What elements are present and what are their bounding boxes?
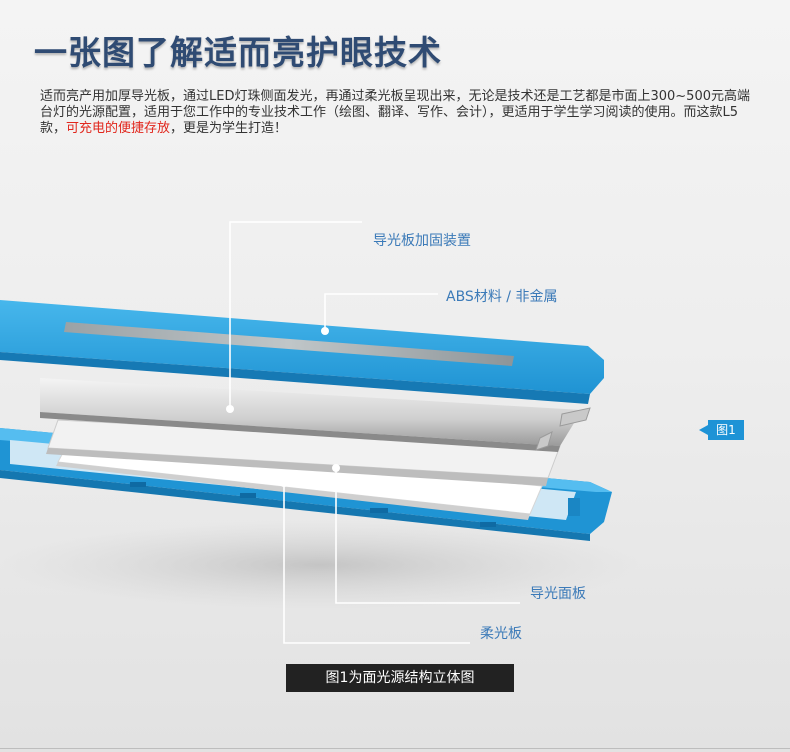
label-abs-material: ABS材料 / 非金属 (446, 289, 558, 305)
callout-lines (229, 221, 520, 644)
top-cover (0, 300, 604, 404)
figure-caption: 图1为面光源结构立体图 (286, 664, 514, 692)
label-light-guide: 导光面板 (530, 586, 586, 602)
bottom-divider (0, 748, 790, 749)
label-soft-panel: 柔光板 (480, 626, 522, 642)
intro-text-end: ，更是为学生打造！ (170, 121, 288, 136)
figure-tag: 图1 (699, 420, 744, 440)
label-reinforcement: 导光板加固装置 (373, 233, 471, 249)
callout-dots (226, 327, 340, 487)
intro-highlight: 可充电的便捷存放 (66, 121, 171, 136)
page-title: 一张图了解适而亮护眼技术 (34, 33, 442, 72)
light-source-structure-diagram (0, 221, 640, 644)
metal-reinforcement (40, 378, 591, 452)
drop-shadow (0, 520, 640, 610)
intro-paragraph: 适而亮产用加厚导光板，通过LED灯珠侧面发光，再通过柔光板呈现出来，无论是技术还… (40, 89, 760, 137)
intro-text: 适而亮产用加厚导光板，通过LED灯珠侧面发光，再通过柔光板呈现出来，无论是技术还… (40, 89, 750, 136)
